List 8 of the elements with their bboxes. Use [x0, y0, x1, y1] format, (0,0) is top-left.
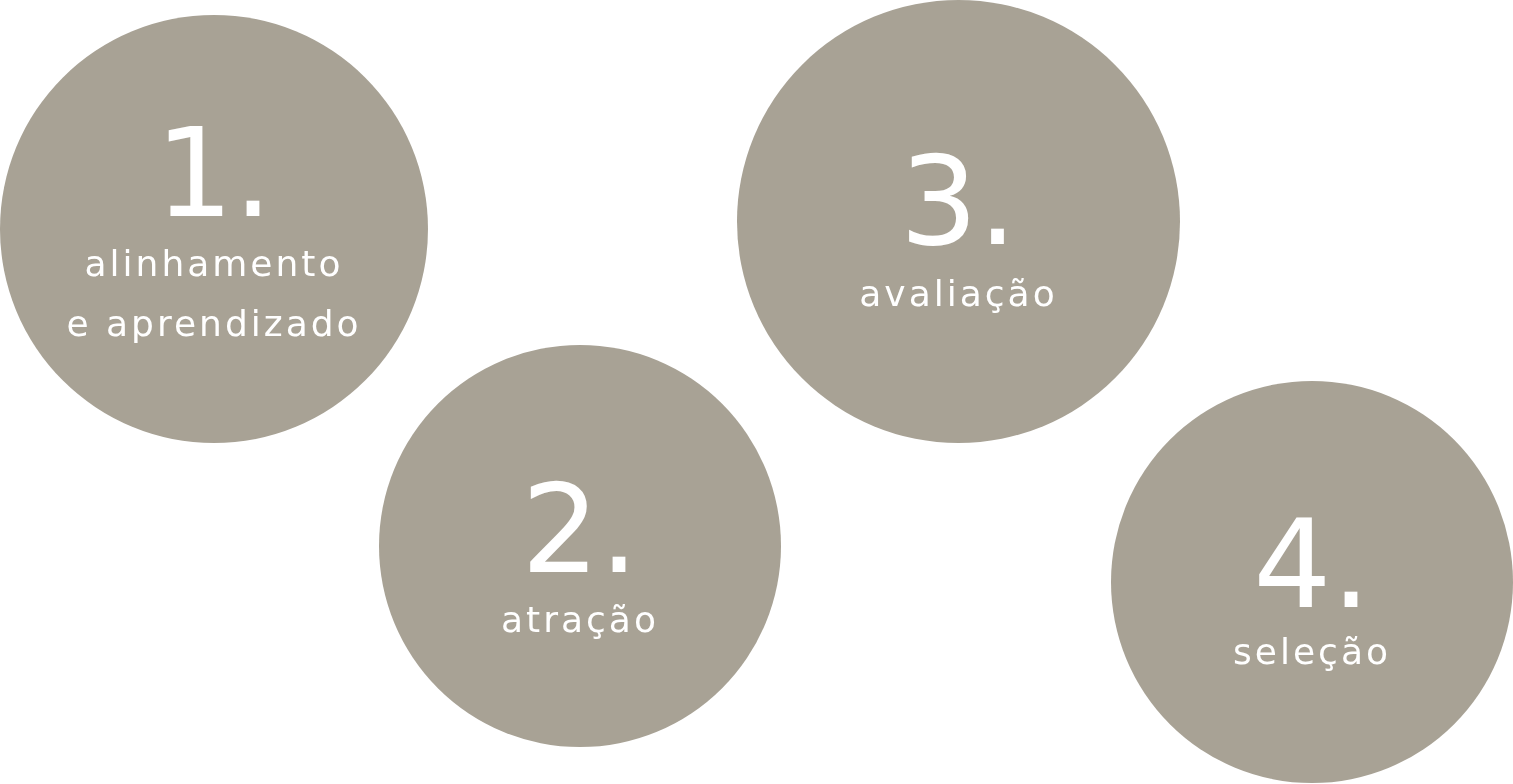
step-label: seleção [1233, 630, 1391, 674]
step-label: atração [501, 598, 659, 642]
step-number: 1. [155, 126, 273, 222]
step-label: alinhamento e aprendizado [66, 242, 362, 346]
step-number: 3. [899, 154, 1018, 250]
step-number: 2. [521, 482, 639, 578]
step-number: 4. [1253, 517, 1371, 613]
step-label: avaliação [859, 272, 1058, 316]
